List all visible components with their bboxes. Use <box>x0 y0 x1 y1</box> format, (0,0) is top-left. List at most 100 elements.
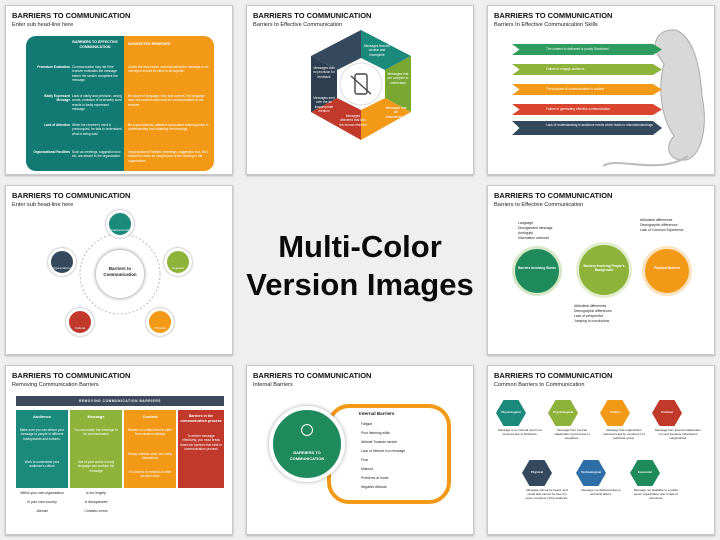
box-text: Message that organization misinterpreted… <box>602 428 646 441</box>
column-head: Barriers in the communication process <box>180 414 222 423</box>
box-label: Technological <box>581 470 601 474</box>
slide-thumbnail-6[interactable]: BARRIERS TO COMMUNICATION Removing Commu… <box>5 365 233 535</box>
slide-subtitle: Removing Communication Barriers <box>12 382 99 388</box>
circle-words <box>512 246 562 296</box>
right-panel <box>124 36 214 171</box>
node-label: Organizational <box>52 266 72 270</box>
row-left: Such as meetings, suggestion box etc. ar… <box>72 150 121 159</box>
circle-physical <box>642 246 692 296</box>
hex-icon-economic <box>630 460 660 486</box>
barrier-text-4: Failure in generating effective communic… <box>546 107 611 111</box>
list-item: Lack of interest in a message <box>361 449 406 453</box>
list-item: Negative Attitude <box>361 485 387 489</box>
slide-thumbnail-3[interactable]: BARRIERS TO COMMUNICATION Barriers In Ef… <box>487 5 715 175</box>
column-process <box>178 410 224 488</box>
center-line-1: Barriers to <box>108 266 132 271</box>
segment-text-6: Messages with no provision for feedback <box>313 66 335 79</box>
list-item: Language <box>518 221 534 225</box>
barrier-text-5: Lack of understanding in audience needs … <box>546 123 653 127</box>
node-circle-linguistic <box>164 248 192 276</box>
row-right: Organizational Facilities (meetings, sug… <box>128 150 208 163</box>
box-label: Political <box>661 410 673 414</box>
row-right: Clarify the idea before communicating th… <box>128 65 209 74</box>
slide-title: BARRIERS TO COMMUNICATION <box>12 371 131 380</box>
column-head: Message <box>87 414 105 419</box>
list-item: Poor listening skills <box>361 431 390 435</box>
node-circle-organizational <box>48 248 76 276</box>
slide-thumbnail-7[interactable]: BARRIERS TO COMMUNICATION Internal Barri… <box>246 365 474 535</box>
circle-line-2: COMMUNICATION <box>289 456 325 461</box>
segment-text-2: Messages that are complex to understand <box>387 72 409 85</box>
slide-title: BARRIERS TO COMMUNICATION <box>12 191 131 200</box>
list-item: Demographic differences <box>640 223 678 227</box>
box-label: Physical <box>530 470 544 474</box>
hex-icon-physical <box>522 460 552 486</box>
segment-text-5: Messages sent over the an inappropriate … <box>313 96 335 113</box>
node-label: Linguistic <box>171 266 185 270</box>
slide-title: BARRIERS TO COMMUNICATION <box>253 11 372 20</box>
list-item: Lack of Common Experience <box>640 228 684 232</box>
segment-4 <box>311 98 361 140</box>
column-sub: Contains errors <box>84 509 108 513</box>
barrier-arrow-5 <box>512 121 662 135</box>
row-label: Organizational Facilities <box>33 150 70 154</box>
column-head: Context <box>142 414 158 419</box>
box-text: Message is an internal report not receiv… <box>498 428 542 437</box>
column-text: To deliver message effectively, you must… <box>180 434 222 451</box>
list-item: Information overload <box>518 236 549 240</box>
column-text: Barriers in context tend to stem from se… <box>127 428 173 437</box>
list-item: Attitudinal differences <box>640 218 673 222</box>
column-text: Work to understand your audience's cultu… <box>24 460 60 469</box>
list-item: Attitudinal differences <box>574 304 607 308</box>
slide-thumbnail-8[interactable]: BARRIERS TO COMMUNICATION Common Barrier… <box>487 365 715 535</box>
column-sub: Within your own organization <box>20 491 64 495</box>
column-sub: Abroad <box>36 509 48 513</box>
slide-thumbnail-2[interactable]: BARRIERS TO COMMUNICATION Barriers to Ef… <box>246 5 474 175</box>
center-line-2: Communication <box>103 272 137 277</box>
slide-subtitle: Barriers to Effective Communication <box>253 22 343 28</box>
circle-background <box>576 242 632 298</box>
slide-subtitle: Enter sub head-line here <box>12 22 74 28</box>
slide-thumbnail-5[interactable]: BARRIERS TO COMMUNICATION Barriers to Ef… <box>487 185 715 355</box>
slide-title: BARRIERS TO COMMUNICATION <box>494 11 613 20</box>
column-message <box>70 410 122 488</box>
column-sub: Is disorganized <box>84 500 108 504</box>
row-right: Be aware of language, tone and content, … <box>128 94 205 107</box>
list-item: Ambiguity <box>518 231 533 235</box>
row-left: Communication may fail if the receiver e… <box>72 65 118 82</box>
row-right: Be a good listener, attentive and patien… <box>128 123 209 132</box>
node-label: Physical <box>154 326 166 330</box>
segment-2 <box>385 56 411 112</box>
segment-text-1: Messages that are unclear and incomplete <box>363 44 391 57</box>
list-item: Lack of perspective <box>574 314 604 318</box>
list-item: Fatigue <box>361 422 373 426</box>
column-sub: Is too lengthy <box>85 491 107 495</box>
hex-icon-technological <box>576 460 606 486</box>
hexagon-wheel <box>311 30 411 140</box>
banner <box>16 396 224 406</box>
telephone-handset-icon <box>602 29 705 167</box>
column-text: Make sure you can deliver your message t… <box>19 428 65 441</box>
hex-icon-political <box>652 400 682 426</box>
box-text: Message from internal stakeholder ignore… <box>554 428 590 441</box>
slide-subtitle: Internal Barriers <box>253 382 293 388</box>
node-circle-physical <box>146 308 174 336</box>
slide-thumbnail-1[interactable]: BARRIERS TO COMMUNICATION Enter sub head… <box>5 5 233 175</box>
column-text: You can match the message to be communic… <box>74 428 118 437</box>
slide-subtitle: Barriers In Effective Communication Skil… <box>494 22 598 28</box>
box-label: Culture <box>609 410 621 414</box>
segment-3 <box>361 98 411 140</box>
segment-1 <box>361 30 411 70</box>
box-label: Psychological <box>552 410 574 414</box>
slide-subtitle: Barriers to Effective Communication <box>494 202 584 208</box>
segment-6 <box>311 30 361 70</box>
barrier-text-3: The purpose of communication is unclear <box>546 87 605 91</box>
slide-title: BARRIERS TO COMMUNICATION <box>494 371 613 380</box>
list-item: Jumping to conclusions <box>574 319 610 323</box>
box-text: Message from internal stakeholder not se… <box>654 428 702 441</box>
segment-text-3: Messages that are misunderstood <box>385 106 407 119</box>
hex-icon-physiological <box>496 400 526 426</box>
slide-thumbnail-4[interactable]: BARRIERS TO COMMUNICATION Enter sub head… <box>5 185 233 355</box>
barrier-text-1: The content to delivered is poorly Struc… <box>546 47 609 51</box>
center-heading-line-2: Version Images <box>246 267 474 302</box>
